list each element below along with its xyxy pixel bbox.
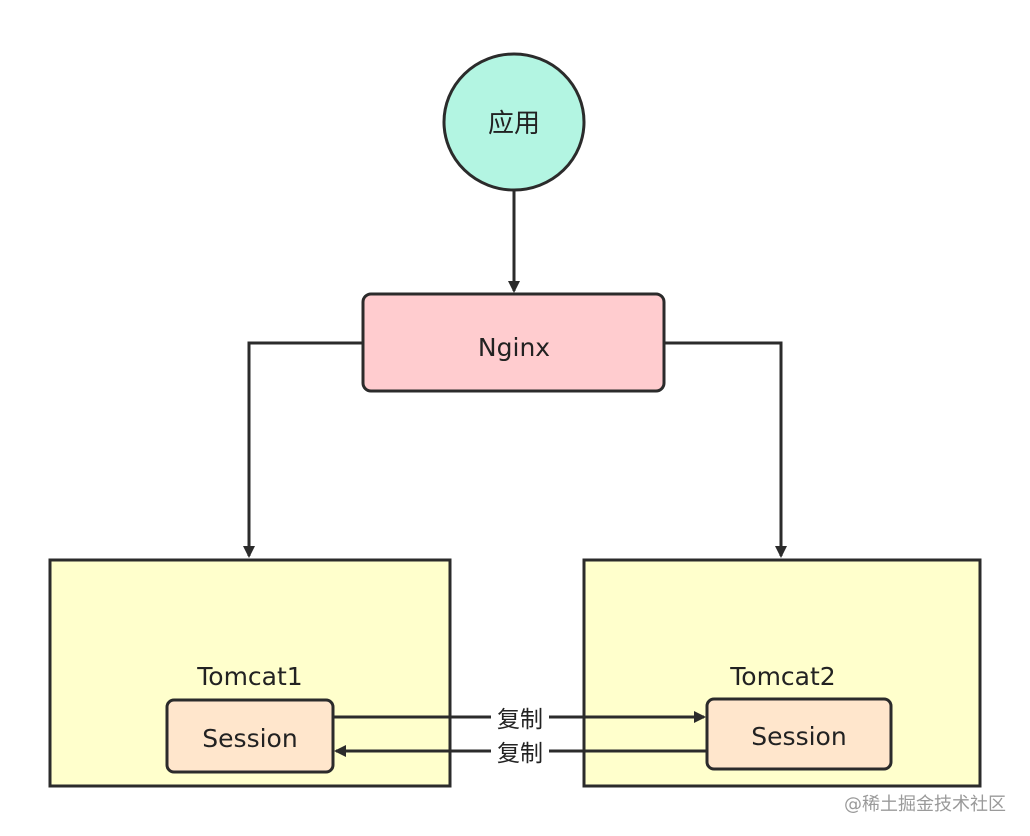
tomcat2-label: Tomcat2 [729, 662, 835, 691]
tomcat2-box [582, 558, 982, 788]
nginx-box [361, 292, 666, 393]
app-label: 应用 [488, 109, 540, 139]
replicate-forward-label-bg [491, 705, 549, 731]
app-circle [442, 52, 586, 192]
tomcat2-node[interactable]: Tomcat2 Session [582, 558, 982, 788]
app-node[interactable]: 应用 [442, 52, 586, 192]
tomcat2-session-label: Session [751, 722, 846, 751]
replicate-forward-label: 复制 [497, 707, 543, 733]
tomcat1-session-box[interactable] [165, 698, 335, 774]
nginx-node[interactable]: Nginx [361, 292, 666, 393]
replicate-backward-label-bg [491, 739, 549, 765]
edge-nginx-to-tomcat2 [665, 341, 787, 558]
tomcat2-session-box[interactable] [705, 697, 893, 771]
replicate-backward-label: 复制 [497, 741, 543, 767]
tomcat1-label: Tomcat1 [196, 662, 302, 691]
tomcat1-node[interactable]: Tomcat1 Session [48, 558, 452, 788]
nginx-label: Nginx [478, 333, 550, 362]
edge-nginx-to-tomcat1 [243, 341, 362, 558]
tomcat1-session-label: Session [202, 724, 297, 753]
watermark: @稀土掘金技术社区 [844, 794, 1006, 815]
